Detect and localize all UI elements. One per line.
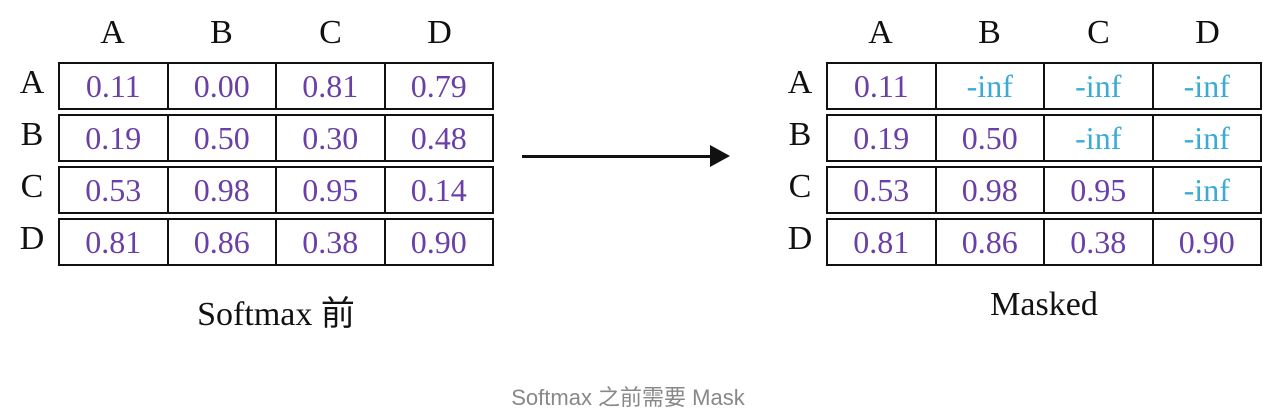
matrix-cell: 0.53: [828, 168, 937, 212]
matrix-cell: 0.00: [169, 64, 277, 108]
masked-cell: -inf: [1045, 64, 1154, 108]
matrix-cell: 0.53: [60, 168, 169, 212]
matrix-cell: 0.11: [60, 64, 169, 108]
matrix-cell: 0.95: [277, 168, 386, 212]
masked-cell: -inf: [1183, 68, 1230, 104]
matrix-cell: 0.98: [937, 168, 1045, 212]
matrix-cell: 0.81: [60, 220, 169, 264]
matrix-cell: 0.98: [169, 168, 277, 212]
matrix-cell: 0.38: [277, 220, 386, 264]
matrix-cell: 0.50: [937, 116, 1045, 160]
matrix-cell: 0.11: [828, 64, 937, 108]
matrix-cell: 0.86: [169, 220, 277, 264]
matrix-cell: 0.90: [1178, 224, 1235, 260]
column-label: B: [210, 14, 233, 51]
column-label: D: [427, 14, 452, 51]
column-label: C: [1087, 14, 1110, 51]
matrix-cell: 0.95: [1045, 168, 1154, 212]
right-matrix-caption: Masked: [990, 286, 1098, 323]
row-label: A: [19, 64, 45, 101]
column-label: A: [100, 14, 125, 51]
matrix-cell: 0.19: [828, 116, 937, 160]
masked-cell: -inf: [1183, 172, 1230, 208]
figure-caption: Softmax 之前需要 Mask: [511, 385, 745, 410]
matrix-cell: 0.14: [410, 172, 467, 208]
left-matrix-caption: Softmax 前: [197, 296, 355, 333]
right-arrow-icon: [522, 145, 730, 167]
matrix-cell: 0.48: [410, 120, 467, 156]
column-label: A: [868, 14, 893, 51]
masked-cell: -inf: [1045, 116, 1154, 160]
matrix-cell: 0.86: [937, 220, 1045, 264]
matrix-cell: 0.38: [1045, 220, 1154, 264]
row-label: A: [787, 64, 813, 101]
matrix-cell: 0.50: [169, 116, 277, 160]
matrix-cell: 0.81: [828, 220, 937, 264]
matrix-cell: 0.81: [277, 64, 386, 108]
row-label: C: [788, 168, 812, 205]
matrix-cell: 0.79: [410, 68, 467, 104]
row-label: B: [788, 116, 812, 153]
matrix-row: 0.11-inf-inf-inf: [826, 62, 1262, 110]
column-label: D: [1195, 14, 1220, 51]
masked-cell: -inf: [937, 64, 1045, 108]
matrix-cell: 0.90: [410, 224, 467, 260]
row-label: B: [20, 116, 44, 153]
masked-cell: -inf: [1183, 120, 1230, 156]
column-label: C: [319, 14, 342, 51]
matrix-cell: 0.19: [60, 116, 169, 160]
matrix-cell: 0.30: [277, 116, 386, 160]
row-label: C: [20, 168, 44, 205]
row-label: D: [19, 220, 45, 257]
row-label: D: [787, 220, 813, 257]
column-label: B: [978, 14, 1001, 51]
